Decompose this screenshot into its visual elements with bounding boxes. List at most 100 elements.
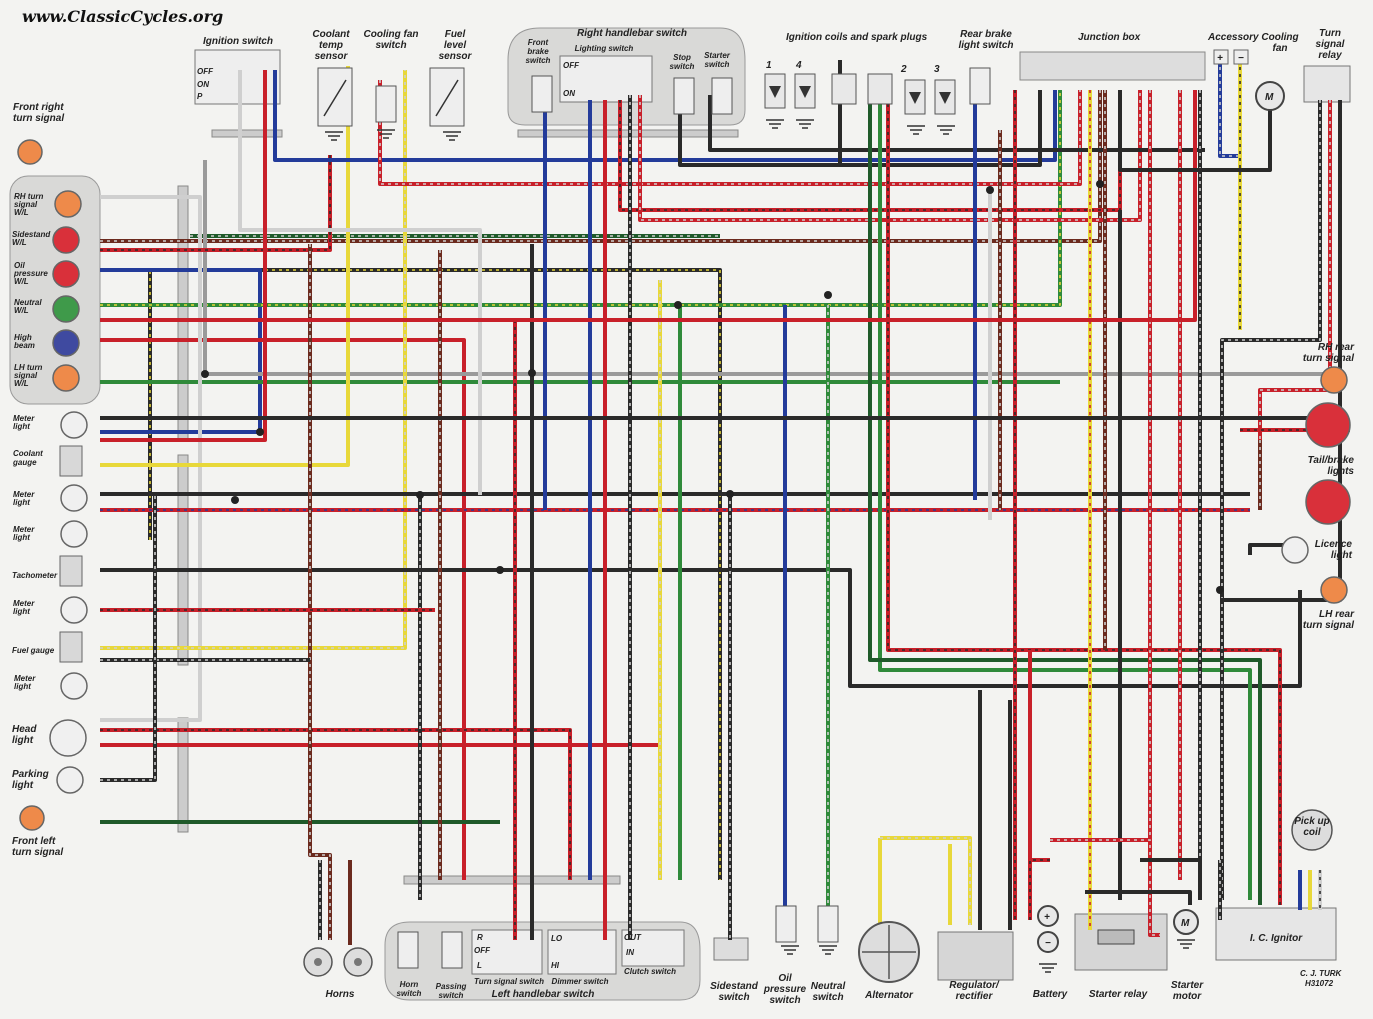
connector-block-upper	[177, 185, 189, 441]
label-oil-pressure-wl-2: pressure	[13, 269, 48, 278]
ign-pos-on: ON	[197, 80, 209, 89]
neutral-wl-bulb	[52, 295, 80, 323]
label-coolant-gauge-2: gauge	[12, 458, 37, 467]
ground-symbol-5	[907, 125, 925, 135]
label-high-beam-1: High	[14, 333, 32, 342]
battery-plus-sign: +	[1044, 912, 1050, 923]
ign-pos-p: P	[197, 92, 203, 101]
lh-rear-turn-bulb	[1320, 576, 1348, 604]
label-oil-pressure-switch-2: pressure	[763, 984, 807, 995]
horn-switch-body	[397, 931, 419, 969]
starter-motor-symbol: M	[1181, 918, 1190, 929]
rh-rear-turn-bulb	[1320, 366, 1348, 394]
front-left-turn-bulb	[19, 805, 45, 831]
accessory-plus-sign: +	[1217, 53, 1223, 64]
coil-number-2: 2	[900, 64, 907, 75]
dim-pos-lo: LO	[551, 934, 563, 943]
label-high-beam-2: beam	[14, 341, 35, 350]
coil-4-body-arrow	[799, 86, 811, 98]
label-alternator: Alternator	[864, 990, 914, 1001]
horn-right-center	[354, 958, 362, 966]
label-lh-rear-turn-2: turn signal	[1303, 620, 1354, 631]
wire-stripe-1	[149, 269, 721, 880]
battery-negative	[1037, 931, 1059, 953]
wire-11	[100, 70, 407, 650]
label-passing-switch-1: Passing	[436, 982, 467, 991]
meter-light-bulb-4	[60, 596, 88, 624]
label-lighting-switch: Lighting switch	[575, 44, 634, 53]
label-rear-brake-light-switch-1: Rear brake	[960, 29, 1012, 40]
label-cooling-fan-2: fan	[1273, 43, 1288, 54]
wire-60	[1118, 90, 1272, 172]
label-rear-brake-light-switch-2: light switch	[959, 40, 1014, 51]
stop-switch-body	[673, 77, 695, 115]
label-sidestand-wl-1: Sidestand	[12, 230, 51, 239]
starter-motor-glyph	[1173, 909, 1199, 935]
label-meter-light-1b: light	[13, 422, 30, 431]
wire-stripe-23	[379, 80, 1081, 185]
ignition-connector	[211, 129, 283, 138]
connector-block-middle	[177, 454, 189, 666]
label-rh-turn-wl-1: RH turn	[14, 192, 43, 201]
label-lh-turn-wl-3: W/L	[14, 379, 29, 388]
coil-1-body-arrow	[769, 86, 781, 98]
coolant-gauge-body	[59, 445, 83, 477]
label-front-brake-switch-1: Front	[528, 38, 549, 47]
wire-5	[100, 338, 466, 880]
label-starter-motor-1: Starter	[1171, 980, 1204, 991]
wire-stripe-55	[1149, 90, 1160, 936]
label-fuel-level-sensor-2: level	[444, 40, 466, 51]
watermark: www.ClassicCycles.org	[22, 7, 223, 26]
label-front-brake-switch-2: brake	[527, 47, 549, 56]
label-coolant-temp-sensor-3: sensor	[315, 51, 349, 62]
sidestand-wl-bulb	[52, 226, 80, 254]
junction-dot-9	[231, 496, 239, 504]
wire-3	[100, 268, 262, 434]
junction-dot-0	[201, 370, 209, 378]
label-tachometer: Tachometer	[12, 571, 58, 580]
meter-light-bulb-2	[60, 484, 88, 512]
lh-turn-wl-bulb	[52, 364, 80, 392]
ground-symbol-3	[766, 119, 784, 129]
label-starter-switch-1: Starter	[704, 51, 731, 60]
label-meter-light-4b: light	[13, 607, 30, 616]
label-meter-light-3a: Meter	[13, 525, 35, 534]
pick-up-coil-body	[1291, 809, 1333, 851]
tail-light-bulb	[1305, 402, 1351, 448]
label-starter-switch-2: switch	[705, 60, 730, 69]
junction-dot-2	[674, 301, 682, 309]
label-passing-switch-2: switch	[439, 991, 464, 1000]
components	[17, 67, 1351, 983]
wire-10	[100, 66, 350, 467]
label-oil-pressure-wl-3: W/L	[14, 277, 29, 286]
label-front-brake-switch-3: switch	[526, 56, 551, 65]
label-meter-light-3b: light	[13, 533, 30, 542]
label-neutral-wl-1: Neutral	[14, 298, 42, 307]
label-left-handlebar-switch: Left handlebar switch	[492, 989, 595, 1000]
label-fuel-level-sensor-3: sensor	[439, 51, 473, 62]
wire-35	[678, 90, 1042, 167]
alternator-windings	[862, 925, 916, 979]
wire-82	[1140, 858, 1202, 900]
brake-light-bulb	[1305, 479, 1351, 525]
label-coolant-temp-sensor-1: Coolant	[312, 29, 350, 40]
junction-dot-11	[1216, 586, 1224, 594]
battery-minus-sign: −	[1045, 938, 1051, 949]
label-ignition-switch: Ignition switch	[203, 36, 273, 47]
label-tail-brake-1: Tail/brake	[1308, 455, 1355, 466]
label-neutral-wl-2: W/L	[14, 306, 29, 315]
label-cooling-fan-switch-2: switch	[375, 40, 406, 51]
accessory-minus-sign: −	[1238, 53, 1244, 64]
coolant-temp-sensor-body-arrow	[323, 79, 347, 117]
front-right-turn-bulb	[17, 139, 43, 165]
junction-dot-7	[726, 490, 734, 498]
head-light-bulb	[49, 719, 87, 757]
label-stop-switch-2: switch	[670, 62, 695, 71]
label-junction-box: Junction box	[1078, 32, 1141, 43]
label-oil-pressure-wl-1: Oil	[14, 261, 25, 270]
passing-switch-body	[441, 931, 463, 969]
coil-3-body-arrow	[939, 92, 951, 104]
label-tail-brake-2: lights	[1327, 466, 1354, 477]
turn-pos-off: OFF	[474, 946, 491, 955]
